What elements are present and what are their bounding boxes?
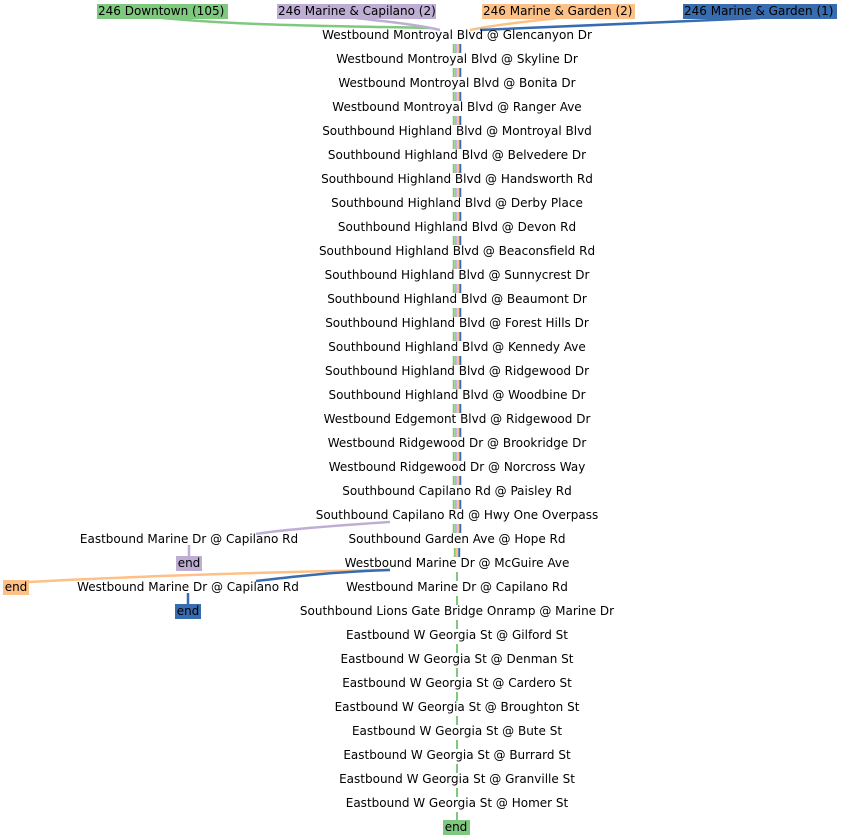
stop-label: Westbound Ridgewood Dr @ Brookridge Dr [328,436,587,450]
stop-label: Southbound Highland Blvd @ Beaumont Dr [327,292,587,306]
end-marker-capilano: end [178,556,201,570]
garden1-branch [255,568,391,583]
stop-label: Southbound Highland Blvd @ Kennedy Ave [328,340,585,354]
stop-label: Southbound Capilano Rd @ Paisley Rd [342,484,571,498]
stop-label: Eastbound W Georgia St @ Cardero St [342,676,572,690]
garden2-connector [469,16,560,32]
end-marker-capilano-bg [176,556,202,571]
stop-label: Westbound Montroyal Blvd @ Ranger Ave [332,100,581,114]
route-tag-garden2-bg [482,4,635,19]
stop-label: Eastbound W Georgia St @ Homer St [346,796,569,810]
side-stop-garden1: Westbound Marine Dr @ Capilano Rd [77,580,299,594]
route-tag-downtown-bg [97,4,228,19]
stop-label: Southbound Highland Blvd @ Belvedere Dr [328,148,586,162]
route-tag-garden1: 246 Marine & Garden (1) [684,4,833,18]
stop-label: Southbound Highland Blvd @ Beaconsfield … [319,244,595,258]
side-stop-capilano: Eastbound Marine Dr @ Capilano Rd [80,532,298,546]
stop-label: Westbound Marine Dr @ McGuire Ave [345,556,570,570]
end-marker-downtown-bg [443,820,470,835]
stop-label: Eastbound W Georgia St @ Broughton St [335,700,580,714]
stop-label: Southbound Highland Blvd @ Montroyal Blv… [322,124,592,138]
end-marker-garden1-bg [175,604,201,619]
stop-label: Eastbound W Georgia St @ Burrard St [343,748,571,762]
end-marker-garden2-bg [3,580,29,595]
stop-label: Westbound Edgemont Blvd @ Ridgewood Dr [324,412,591,426]
stop-label: Westbound Montroyal Blvd @ Bonita Dr [338,76,575,90]
stop-label: Southbound Capilano Rd @ Hwy One Overpas… [316,508,599,522]
stop-label: Southbound Garden Ave @ Hope Rd [348,532,565,546]
route-tag-downtown: 246 Downtown (105) [98,4,224,18]
end-marker-garden1: end [177,604,200,618]
downtown-connector [161,16,431,30]
stop-label: Southbound Highland Blvd @ Handsworth Rd [321,172,593,186]
stop-label: Eastbound W Georgia St @ Granville St [339,772,575,786]
garden1-connector [479,16,761,32]
stop-label: Southbound Highland Blvd @ Woodbine Dr [328,388,585,402]
stop-label: Southbound Highland Blvd @ Derby Place [331,196,583,210]
stop-list: Westbound Montroyal Blvd @ Glencanyon Dr… [300,28,614,810]
route-tag-garden2: 246 Marine & Garden (2) [483,4,632,18]
stop-label: Southbound Lions Gate Bridge Onramp @ Ma… [300,604,614,618]
stop-label: Eastbound W Georgia St @ Bute St [352,724,562,738]
stop-label: Westbound Ridgewood Dr @ Norcross Way [329,460,586,474]
stop-label: Eastbound W Georgia St @ Denman St [340,652,573,666]
capilano-connector [355,16,441,32]
stop-label: Westbound Marine Dr @ Capilano Rd [346,580,568,594]
stop-label: Southbound Highland Blvd @ Forest Hills … [325,316,589,330]
garden2-branch [27,568,391,584]
end-marker-garden2: end [5,580,28,594]
stop-label: Southbound Highland Blvd @ Devon Rd [338,220,576,234]
route-tag-garden1-bg [683,4,837,19]
capilano-branch [255,520,391,536]
end-marker-downtown: end [445,820,468,834]
route-tag-capilano: 246 Marine & Capilano (2) [278,4,436,18]
stop-label: Eastbound W Georgia St @ Gilford St [346,628,568,642]
route-tag-capilano-bg [277,4,436,19]
route-trunk [452,44,462,820]
stop-label: Westbound Montroyal Blvd @ Glencanyon Dr [322,28,592,42]
stop-label: Southbound Highland Blvd @ Ridgewood Dr [325,364,589,378]
stop-label: Westbound Montroyal Blvd @ Skyline Dr [336,52,578,66]
stop-label: Southbound Highland Blvd @ Sunnycrest Dr [325,268,590,282]
